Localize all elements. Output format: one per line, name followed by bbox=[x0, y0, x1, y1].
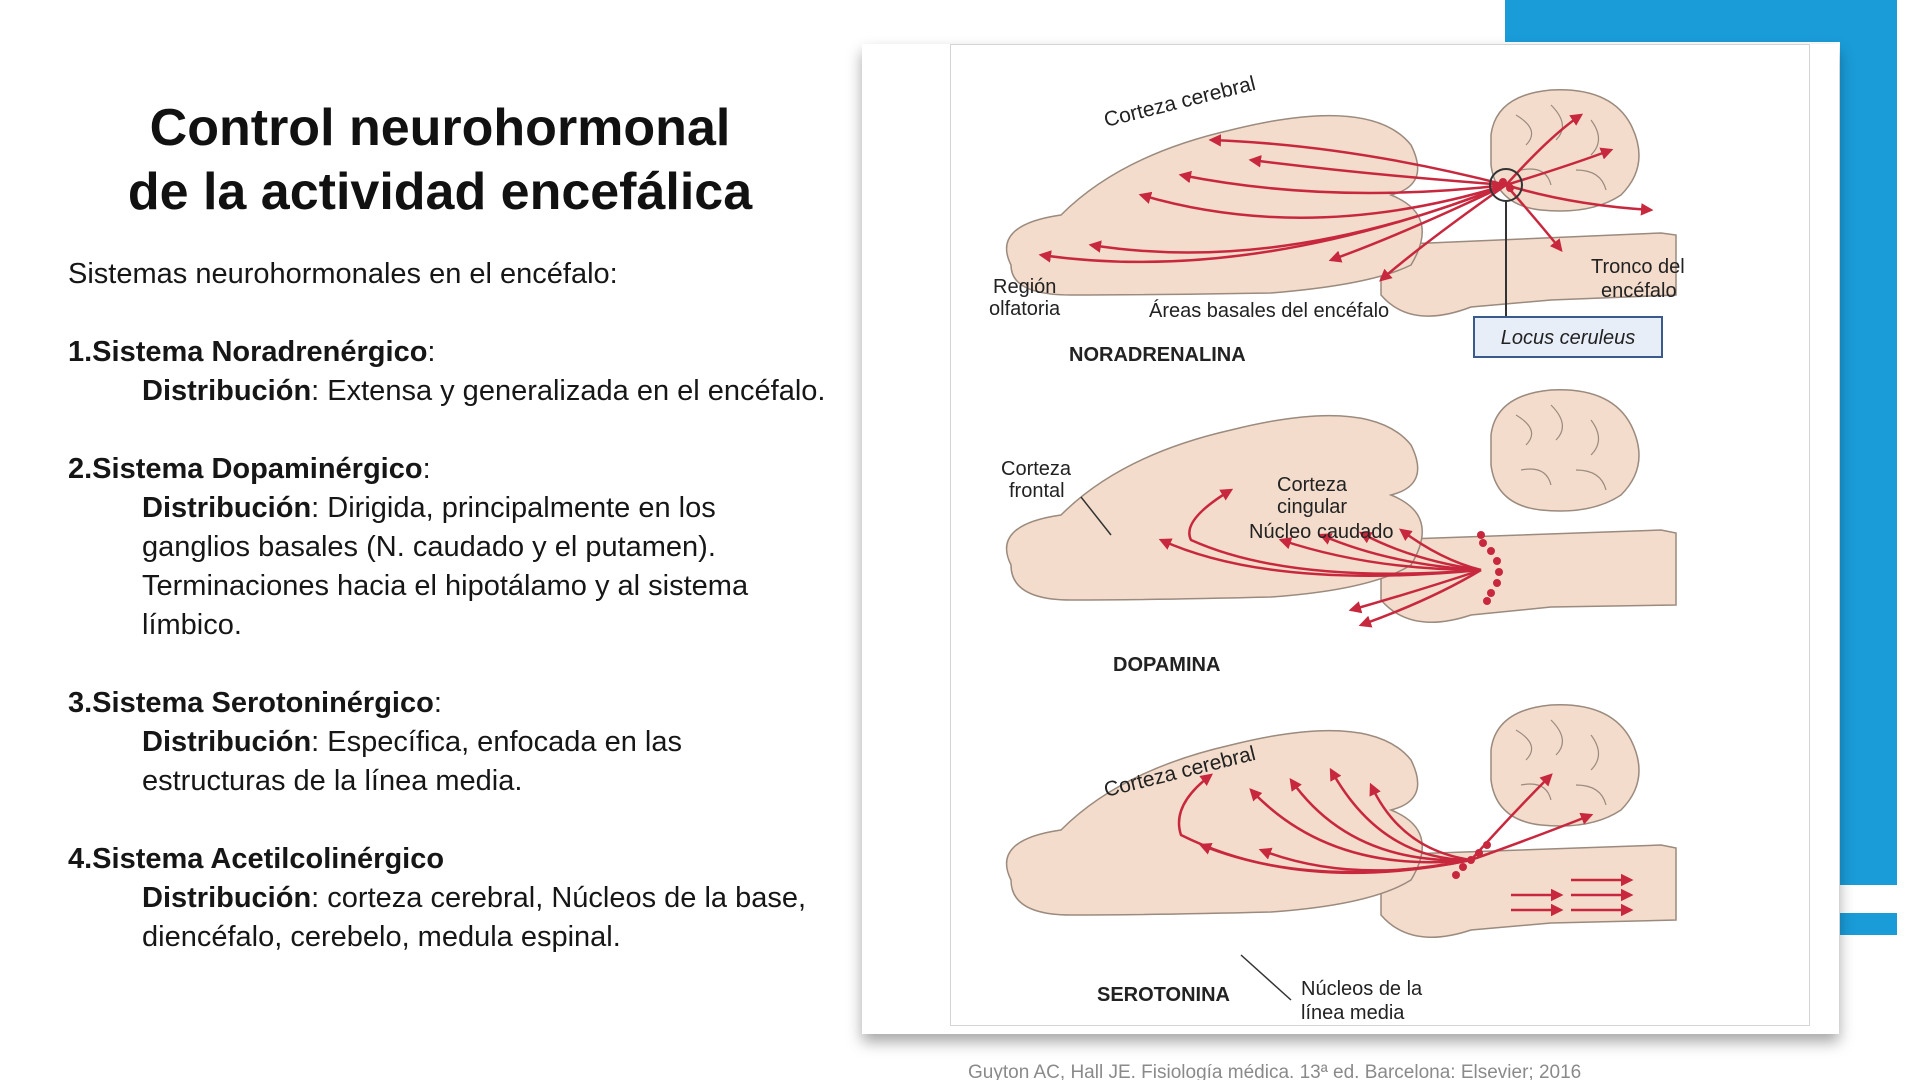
figure-card: Locus ceruleus Corteza cerebral Región o… bbox=[862, 44, 1839, 1034]
label-locus-ceruleus: Locus ceruleus bbox=[1501, 327, 1636, 349]
accent-bar-side bbox=[1840, 0, 1897, 885]
cerebrum-shape bbox=[1005, 114, 1423, 296]
distribution-text: : Específica, enfocada en las estructura… bbox=[142, 726, 682, 797]
brainstem-shape bbox=[1380, 529, 1677, 624]
accent-bar-top bbox=[1505, 0, 1897, 42]
label-serotonina: SEROTONINA bbox=[1097, 984, 1230, 1006]
nucleos-pointer bbox=[1240, 954, 1292, 1001]
system-name: 3.Sistema Serotoninérgico bbox=[68, 687, 434, 719]
label-nucleos: Núcleos de la bbox=[1301, 978, 1423, 1000]
system-name: 2.Sistema Dopaminérgico bbox=[68, 453, 423, 485]
distribution-text: : Dirigida, principalmente en los gangli… bbox=[142, 492, 749, 641]
accent-bar-small bbox=[1840, 913, 1897, 935]
system-item-serotoninergico: 3.Sistema Serotoninérgico: Distribución:… bbox=[68, 684, 828, 801]
title-line-1: Control neurohormonal bbox=[149, 99, 731, 157]
system-colon: : bbox=[433, 687, 442, 719]
label-corteza-cingular-1: Corteza bbox=[1277, 474, 1348, 496]
label-noradrenalina: NORADRENALINA bbox=[1069, 344, 1246, 366]
system-item-acetilcolinergico: 4.Sistema Acetilcolinérgico Distribución… bbox=[68, 840, 828, 957]
cerebellum-folds bbox=[1515, 719, 1607, 806]
frontal-pointer bbox=[1080, 496, 1112, 536]
cerebrum-shape bbox=[1005, 729, 1423, 916]
label-nucleo-caudado: Núcleo caudado bbox=[1249, 521, 1394, 543]
panel-serotonina: Corteza cerebral Núcleos de la línea med… bbox=[1005, 704, 1677, 1024]
cerebellum-folds bbox=[1515, 104, 1607, 191]
locus-ceruleus-dot bbox=[1506, 184, 1514, 192]
panel-noradrenalina: Locus ceruleus Corteza cerebral Región o… bbox=[989, 72, 1685, 366]
content-text: Sistemas neurohormonales en el encéfalo:… bbox=[68, 255, 828, 996]
label-corteza-cingular-2: cingular bbox=[1277, 496, 1347, 518]
system-name: 1.Sistema Noradrenérgico bbox=[68, 336, 428, 368]
serotonin-pathways bbox=[1177, 767, 1634, 917]
distribution-text: : corteza cerebral, Núcleos de la base, … bbox=[142, 882, 807, 953]
citation: Guyton AC, Hall JE. Fisiología médica. 1… bbox=[968, 1062, 1582, 1080]
system-colon: : bbox=[427, 336, 436, 368]
label-areas-basales: Áreas basales del encéfalo bbox=[1149, 299, 1389, 322]
label-olfatoria: olfatoria bbox=[989, 298, 1061, 320]
label-dopamina: DOPAMINA bbox=[1113, 654, 1220, 676]
label-region: Región bbox=[993, 276, 1056, 298]
label-linea-media: línea media bbox=[1301, 1002, 1405, 1024]
distribution-label: Distribución bbox=[142, 882, 312, 914]
cerebellum-folds bbox=[1515, 404, 1607, 491]
dopamine-pathways bbox=[1158, 488, 1482, 628]
distribution-text: : Extensa y generalizada en el encéfalo. bbox=[311, 375, 826, 407]
brainstem-shape bbox=[1380, 844, 1677, 939]
cerebrum-shape bbox=[1005, 414, 1423, 601]
figure-image: Locus ceruleus Corteza cerebral Región o… bbox=[950, 44, 1810, 1026]
neurotransmitter-pathways-diagram: Locus ceruleus Corteza cerebral Región o… bbox=[989, 72, 1685, 1024]
panel-dopamina: Corteza frontal Corteza cingular Núcleo … bbox=[1001, 389, 1677, 676]
label-corteza-frontal-2: frontal bbox=[1009, 480, 1065, 502]
label-encefalo: encéfalo bbox=[1601, 280, 1677, 302]
label-tronco: Tronco del bbox=[1591, 256, 1685, 278]
locus-ceruleus-dot bbox=[1499, 178, 1507, 186]
system-item-noradrenergico: 1.Sistema Noradrenérgico: Distribución: … bbox=[68, 333, 828, 411]
locus-ceruleus-box bbox=[1473, 316, 1663, 358]
system-name: 4.Sistema Acetilcolinérgico bbox=[68, 843, 445, 875]
system-colon: : bbox=[422, 453, 431, 485]
distribution-label: Distribución bbox=[142, 492, 312, 524]
label-corteza-cerebral: Corteza cerebral bbox=[1102, 72, 1258, 132]
dopamine-cell-bodies bbox=[1477, 531, 1503, 605]
serotonin-cell-bodies bbox=[1452, 841, 1491, 879]
title-line-2: de la actividad encefálica bbox=[127, 163, 753, 221]
cerebellum-shape bbox=[1490, 389, 1640, 512]
distribution-label: Distribución bbox=[142, 375, 312, 407]
brainstem-shape bbox=[1380, 232, 1677, 317]
intro-text: Sistemas neurohormonales en el encéfalo: bbox=[68, 258, 618, 290]
label-corteza-frontal-1: Corteza bbox=[1001, 458, 1072, 480]
cerebellum-shape bbox=[1490, 704, 1640, 827]
slide-title: Control neurohormonal de la actividad en… bbox=[60, 96, 820, 224]
distribution-label: Distribución bbox=[142, 726, 312, 758]
system-item-dopaminergico: 2.Sistema Dopaminérgico: Distribución: D… bbox=[68, 450, 828, 645]
